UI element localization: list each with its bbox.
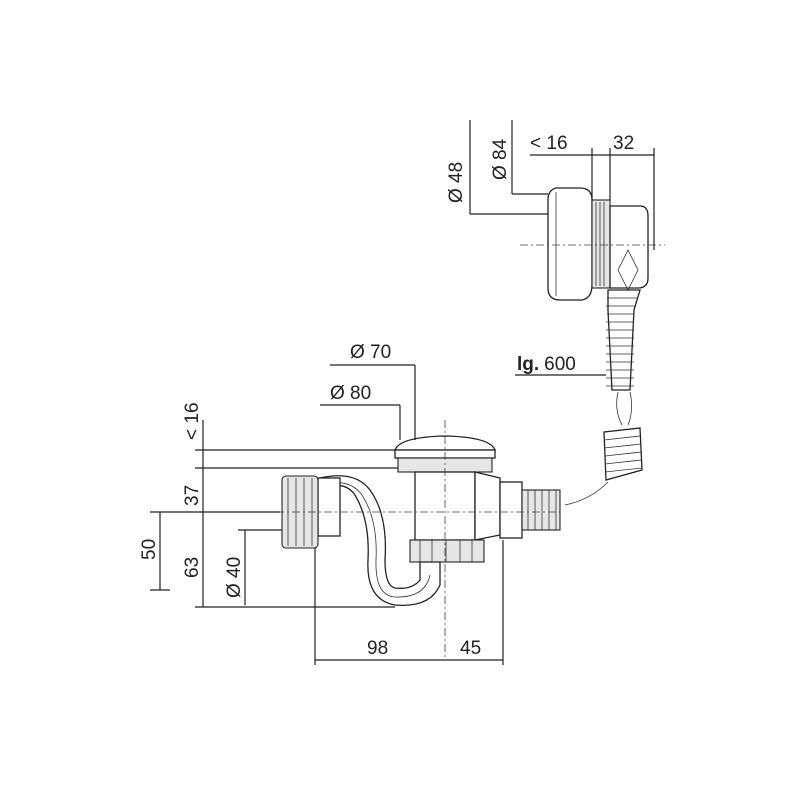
- dim-drain-d80: Ø 80: [330, 383, 371, 404]
- dim-drain-d70: Ø 70: [350, 342, 391, 363]
- dim-drain-50: 50: [139, 539, 160, 560]
- dim-drain-98: 98: [367, 638, 388, 659]
- dim-overflow-d84: Ø 84: [490, 138, 511, 180]
- dim-drain-37: 37: [182, 485, 203, 506]
- drain-dimensions: [150, 364, 504, 665]
- overflow-dimensions: [469, 120, 655, 250]
- dim-overflow-32: 32: [613, 133, 634, 154]
- drain-assembly: [260, 420, 561, 660]
- hose-length-label: lg.600: [517, 354, 576, 375]
- dim-drain-d40: Ø 40: [224, 557, 245, 598]
- dim-overflow-lt16: < 16: [530, 133, 568, 154]
- dim-drain-lt16: < 16: [182, 402, 203, 440]
- dim-drain-63: 63: [182, 557, 203, 578]
- dim-overflow-d48: Ø 48: [446, 162, 467, 203]
- dim-drain-45: 45: [460, 638, 481, 659]
- overflow-assembly: [520, 187, 665, 506]
